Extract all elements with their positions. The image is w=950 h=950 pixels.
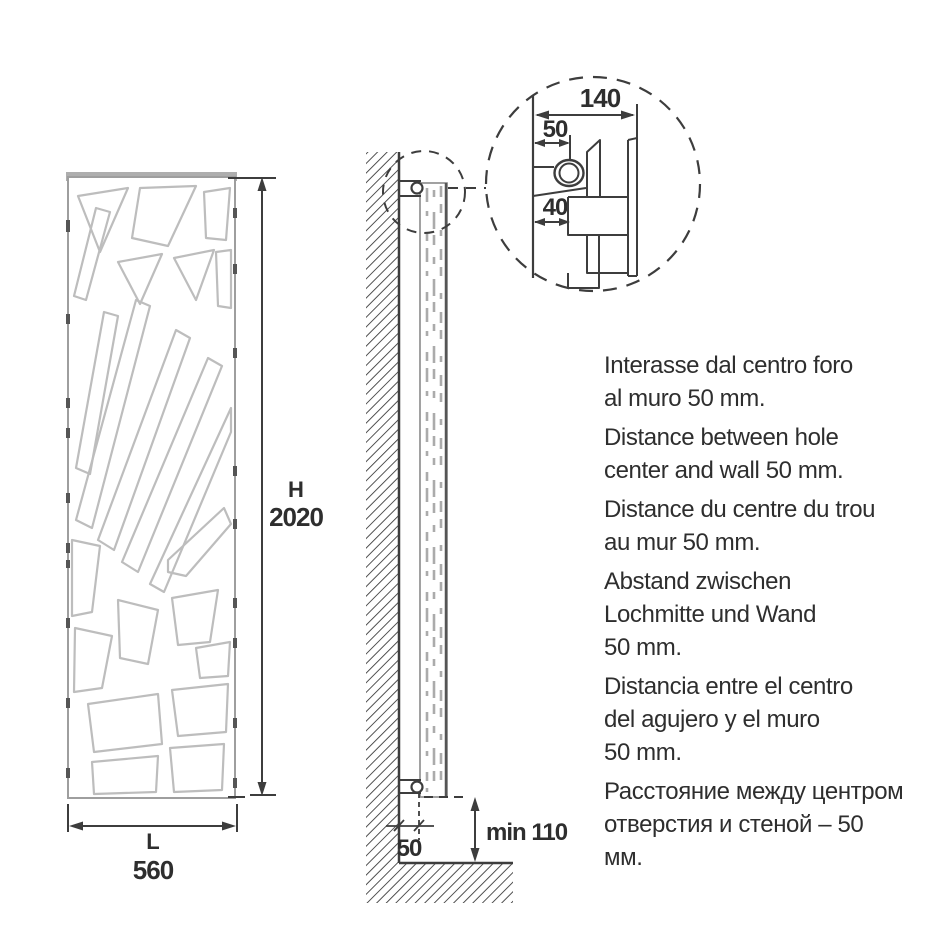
bracket-offset-dimension: [534, 218, 570, 226]
front-view: H 2020 L 560: [66, 172, 324, 885]
note-french: Distance du centre du trou au mur 50 mm.: [604, 496, 876, 556]
profile-pattern-marks: [425, 186, 443, 792]
detail-profile: [567, 137, 638, 289]
panel-pattern: [70, 184, 233, 796]
length-dimension: [67, 804, 238, 832]
length-dimension-value: 560: [133, 855, 174, 885]
hole-to-wall-value: 50: [543, 116, 568, 143]
detail-zoom-circle: [484, 75, 702, 293]
side-view: 50 min 110: [366, 150, 569, 903]
floor-clearance-dimension: [424, 796, 480, 862]
wall-section: [366, 152, 399, 864]
note-german: Abstand zwischen Lochmitte und Wand 50 m…: [604, 568, 817, 661]
hole-to-wall-dimension: [534, 135, 571, 172]
top-mounting-hole: [410, 181, 424, 195]
length-dimension-letter: L: [146, 829, 159, 854]
hole-offset-dimension: [386, 793, 434, 840]
floor-section: [366, 863, 513, 903]
hole-offset-value: 50: [397, 835, 422, 862]
note-english: Distance between hole center and wall 50…: [604, 424, 844, 484]
floor-clearance-value: min 110: [486, 819, 568, 846]
bracket-offset-value: 40: [543, 194, 568, 221]
detail-mounting-hole-inner: [558, 162, 580, 184]
installation-notes: Interasse dal centro foro al muro 50 mm.…: [604, 349, 904, 880]
top-bracket: [399, 180, 424, 197]
bottom-mounting-hole: [410, 780, 424, 794]
height-dimension-value: 2020: [269, 502, 323, 532]
detail-indicator-circle: [382, 150, 466, 234]
note-spanish: Distancia entre el centro del agujero y …: [604, 673, 853, 766]
bracket-depth-value: 140: [580, 83, 621, 113]
panel-edge-ticks: [66, 208, 237, 788]
detail-view: 140 50 40: [484, 75, 702, 293]
height-dimension: [228, 177, 276, 798]
note-italian: Interasse dal centro foro al muro 50 mm.: [604, 352, 853, 412]
detail-bracket-lines: [532, 166, 587, 197]
note-russian: Расстояние между центром отверстия и сте…: [604, 778, 904, 871]
bottom-bracket: [399, 779, 424, 794]
bracket-depth-dimension: [535, 104, 638, 138]
height-dimension-letter: H: [288, 477, 304, 502]
